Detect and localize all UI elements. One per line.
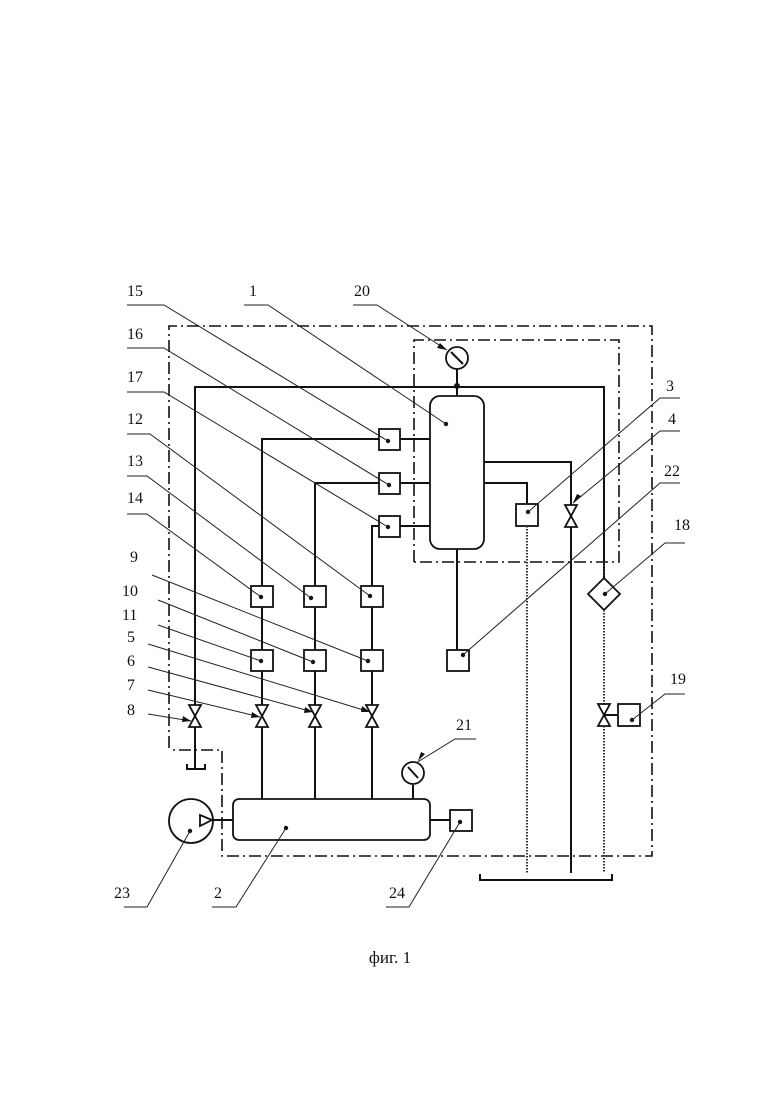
label-10: 10 xyxy=(122,583,138,600)
label-18: 18 xyxy=(674,517,690,534)
label-3: 3 xyxy=(666,378,674,395)
filter-18-icon xyxy=(588,578,620,610)
vessel-2 xyxy=(233,799,430,840)
pressure-gauge-21-icon xyxy=(402,762,424,784)
label-21: 21 xyxy=(456,717,472,734)
label-17: 17 xyxy=(127,369,143,386)
valve-8-icon xyxy=(189,705,201,727)
collector xyxy=(480,874,612,880)
figure-caption: фиг. 1 xyxy=(0,948,780,968)
block-3 xyxy=(516,504,538,526)
label-8: 8 xyxy=(127,702,135,719)
valve-4-icon xyxy=(565,505,577,527)
label-23: 23 xyxy=(114,885,130,902)
label-12: 12 xyxy=(127,411,143,428)
label-16: 16 xyxy=(127,326,143,343)
label-11: 11 xyxy=(122,607,137,624)
label-22: 22 xyxy=(664,463,680,480)
block-19 xyxy=(618,704,640,726)
block-10 xyxy=(304,650,326,671)
junction-dot xyxy=(454,383,460,389)
label-20: 20 xyxy=(354,283,370,300)
label-13: 13 xyxy=(127,453,143,470)
valve-6-icon xyxy=(309,705,321,727)
label-14: 14 xyxy=(127,490,143,507)
valve-5-icon xyxy=(366,705,378,727)
label-6: 6 xyxy=(127,653,135,670)
block-13 xyxy=(304,586,326,607)
label-4: 4 xyxy=(668,411,676,428)
label-9: 9 xyxy=(130,549,138,566)
block-9 xyxy=(361,650,383,671)
label-15: 15 xyxy=(127,283,143,300)
label-1: 1 xyxy=(249,283,257,300)
pressure-gauge-20-icon xyxy=(446,347,468,369)
label-2: 2 xyxy=(214,885,222,902)
label-24: 24 xyxy=(389,885,405,902)
label-5: 5 xyxy=(127,629,135,646)
pump-23-icon xyxy=(169,799,213,843)
label-7: 7 xyxy=(127,677,135,694)
label-19: 19 xyxy=(670,671,686,688)
